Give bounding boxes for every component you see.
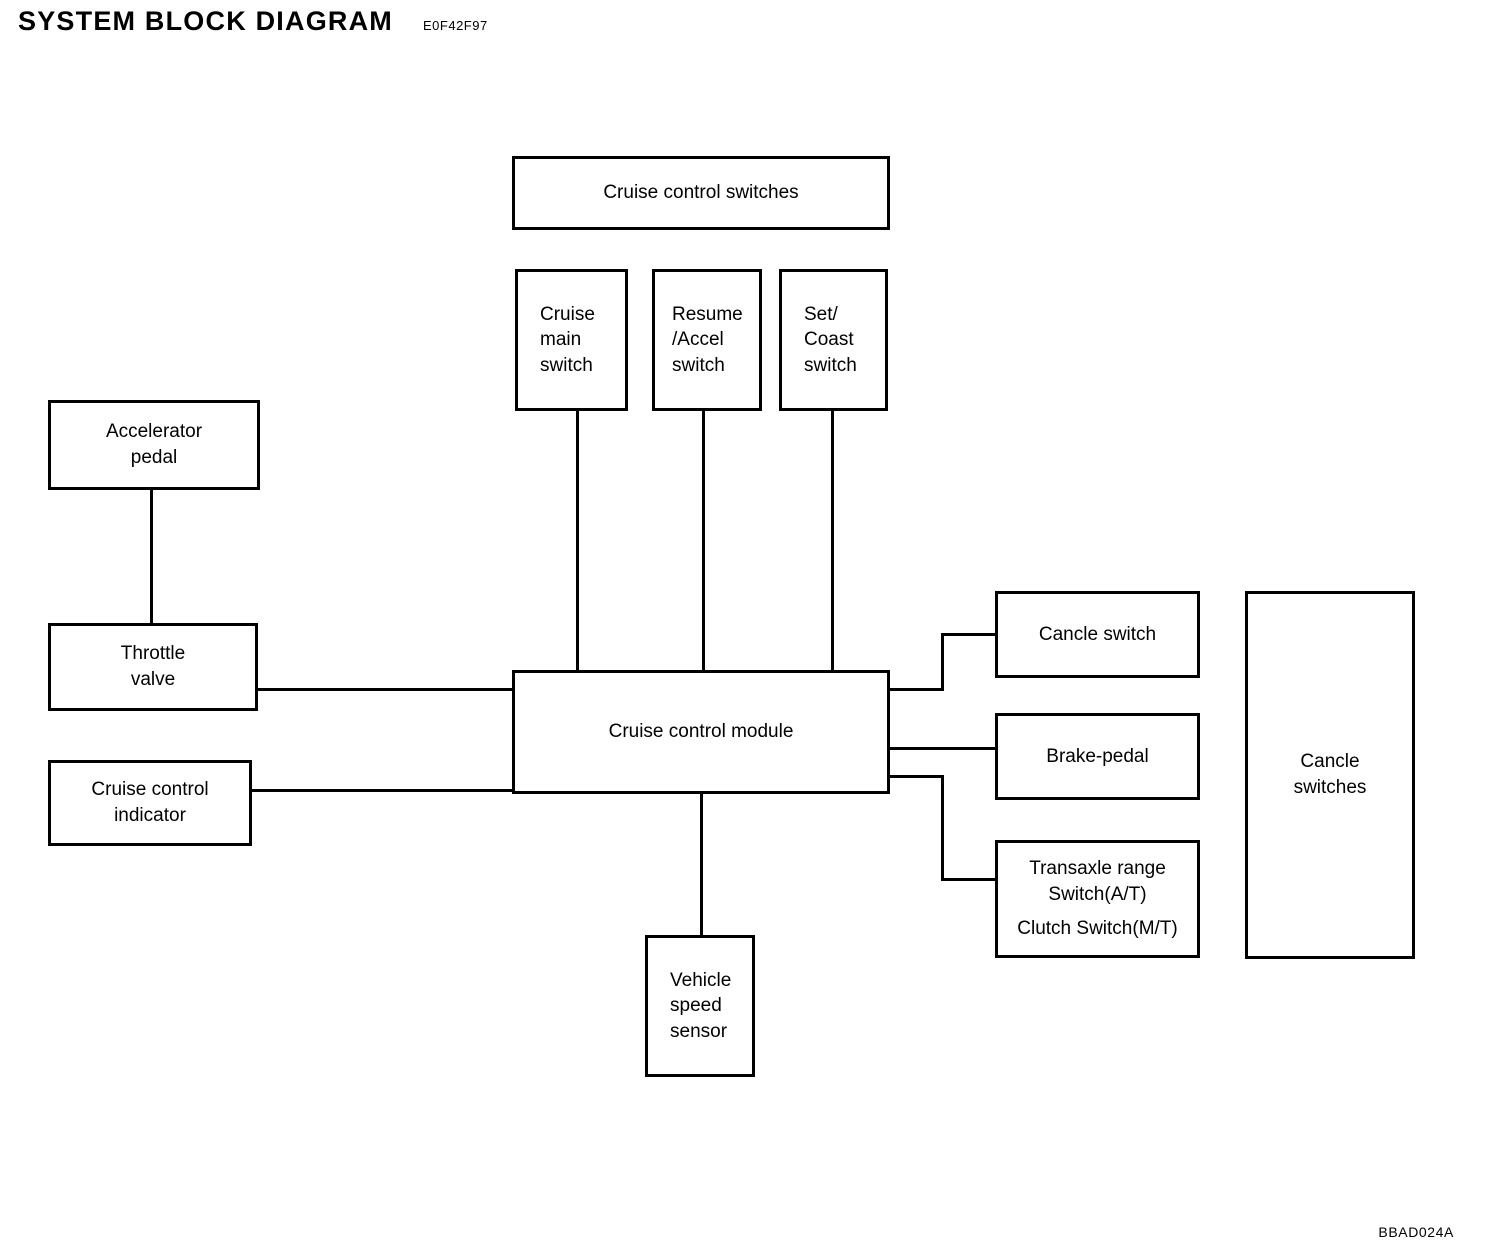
header: SYSTEM BLOCK DIAGRAM E0F42F97 bbox=[18, 8, 488, 35]
wire-throttle-to-module bbox=[256, 688, 514, 691]
block-label-line1: Cruise control bbox=[91, 779, 209, 801]
block-label-line1: Cancle bbox=[1300, 751, 1360, 773]
block-label-line3: switch bbox=[540, 354, 593, 376]
block-label-line1: Vehicle bbox=[670, 969, 732, 991]
wire-module-to-cancle-switch-seg3 bbox=[941, 633, 998, 636]
block-label-line1: Transaxle range bbox=[1029, 858, 1166, 880]
block-resume-accel-switch[interactable]: Resume /Accel switch bbox=[652, 269, 762, 411]
wire-module-to-cancle-switch-seg1 bbox=[888, 688, 944, 691]
wire-module-to-brake-pedal bbox=[888, 747, 998, 750]
block-throttle-valve[interactable]: Throttle valve bbox=[48, 623, 258, 711]
block-cancle-switch[interactable]: Cancle switch bbox=[995, 591, 1200, 678]
block-label-line2: speed bbox=[670, 995, 722, 1017]
block-label-line2: Coast bbox=[804, 329, 854, 351]
block-label-line3: switch bbox=[672, 354, 725, 376]
wire-module-to-speed-sensor bbox=[700, 793, 703, 937]
wire-cruise-main-switch-to-module bbox=[576, 410, 579, 672]
block-cruise-control-switches[interactable]: Cruise control switches bbox=[512, 156, 890, 230]
block-label: Brake-pedal bbox=[1046, 745, 1149, 767]
block-label-line2: main bbox=[540, 329, 582, 351]
block-cruise-main-switch[interactable]: Cruise main switch bbox=[515, 269, 628, 411]
block-set-coast-switch[interactable]: Set/ Coast switch bbox=[779, 269, 888, 411]
block-label-line3: switch bbox=[804, 354, 857, 376]
block-accelerator-pedal[interactable]: Accelerator pedal bbox=[48, 400, 260, 490]
block-label-line1: Set/ bbox=[804, 303, 838, 325]
wire-set-coast-switch-to-module bbox=[831, 410, 834, 672]
wire-module-to-transaxle-seg3 bbox=[941, 878, 998, 881]
block-label-line1: Throttle bbox=[120, 643, 186, 665]
page-title: SYSTEM BLOCK DIAGRAM bbox=[18, 6, 393, 36]
block-label-line1: Resume bbox=[672, 303, 743, 325]
block-label-line2: pedal bbox=[130, 447, 178, 468]
block-cruise-control-indicator[interactable]: Cruise control indicator bbox=[48, 760, 252, 846]
wire-resume-accel-switch-to-module bbox=[702, 410, 705, 672]
block-brake-pedal[interactable]: Brake-pedal bbox=[995, 713, 1200, 800]
block-label-line2: indicator bbox=[114, 805, 186, 826]
wire-module-to-transaxle-seg1 bbox=[888, 775, 944, 778]
block-label: Cruise control module bbox=[608, 721, 794, 743]
block-label-line3: sensor bbox=[670, 1020, 728, 1042]
block-cruise-control-module[interactable]: Cruise control module bbox=[512, 670, 890, 794]
document-code: E0F42F97 bbox=[423, 18, 488, 33]
footer-code: BBAD024A bbox=[1378, 1224, 1454, 1240]
block-label-line2: /Accel bbox=[672, 329, 724, 351]
block-label: Cancle switch bbox=[1038, 623, 1157, 645]
block-cancle-switches-group[interactable]: Cancle switches bbox=[1245, 591, 1415, 959]
block-label-line2: Switch(A/T) bbox=[1048, 883, 1147, 905]
wire-module-to-cancle-switch-seg2 bbox=[941, 633, 944, 691]
block-label-line1: Accelerator bbox=[105, 421, 203, 443]
block-transaxle-clutch-switch[interactable]: Transaxle range Switch(A/T) Clutch Switc… bbox=[995, 840, 1200, 958]
block-label: Cruise control switches bbox=[603, 182, 799, 204]
wire-module-to-transaxle-seg2 bbox=[941, 775, 944, 881]
wire-accelerator-to-throttle bbox=[150, 489, 153, 625]
block-label-line1: Cruise bbox=[540, 303, 595, 325]
block-label-line2: switches bbox=[1293, 777, 1367, 798]
wire-indicator-to-module bbox=[250, 789, 514, 792]
block-label-line3: Clutch Switch(M/T) bbox=[1017, 918, 1178, 940]
block-label-line2: valve bbox=[130, 669, 176, 690]
block-vehicle-speed-sensor[interactable]: Vehicle speed sensor bbox=[645, 935, 755, 1077]
